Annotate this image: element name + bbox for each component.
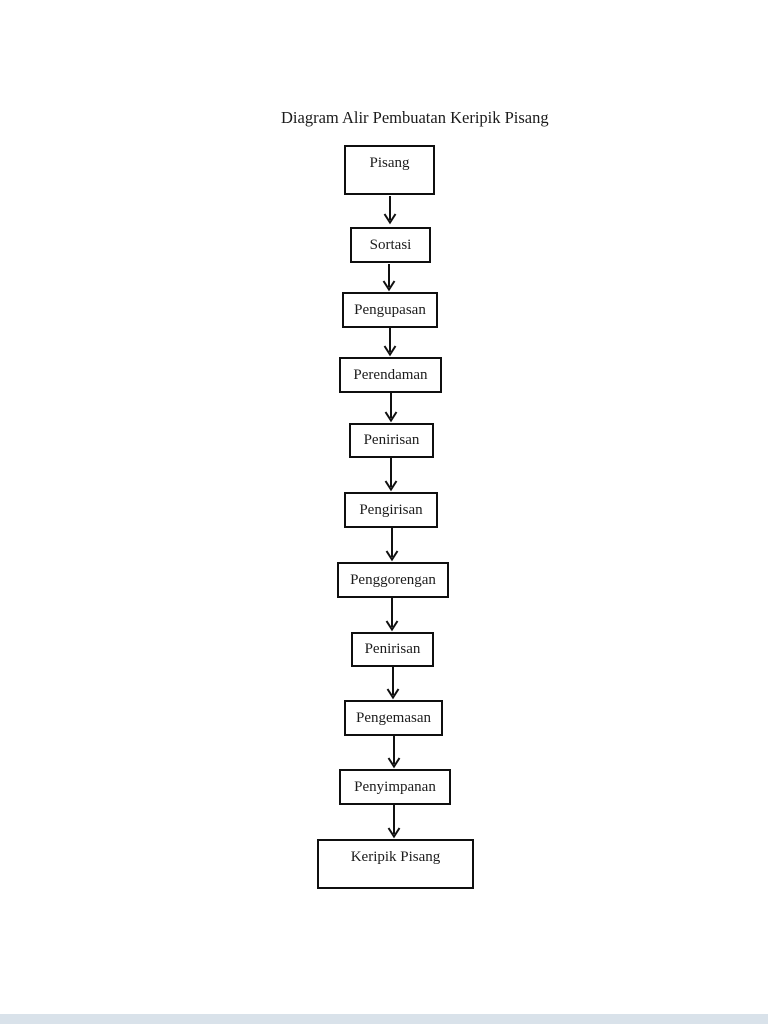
flow-node-perendaman: Perendaman	[339, 357, 442, 393]
page-bottom-strip	[0, 1014, 768, 1024]
arrow-down-6	[385, 528, 399, 562]
flow-node-penyimpanan: Penyimpanan	[339, 769, 451, 805]
arrow-down-2	[382, 264, 396, 292]
flow-node-penirisan-2: Penirisan	[351, 632, 434, 667]
arrow-down-4	[384, 393, 398, 423]
flow-node-keripik-pisang: Keripik Pisang	[317, 839, 474, 889]
flow-node-penirisan-1: Penirisan	[349, 423, 434, 458]
arrow-down-10	[387, 805, 401, 839]
flow-node-pengupasan: Pengupasan	[342, 292, 438, 328]
arrow-down-3	[383, 328, 397, 357]
flow-node-penggorengan: Penggorengan	[337, 562, 449, 598]
flow-node-pisang: Pisang	[344, 145, 435, 195]
diagram-title: Diagram Alir Pembuatan Keripik Pisang	[281, 108, 549, 127]
arrow-down-5	[384, 458, 398, 492]
arrow-down-1	[383, 196, 397, 225]
arrow-down-9	[387, 736, 401, 769]
flow-node-sortasi: Sortasi	[350, 227, 431, 263]
arrow-down-7	[385, 598, 399, 632]
arrow-down-8	[386, 667, 400, 700]
flow-node-pengirisan: Pengirisan	[344, 492, 438, 528]
flow-node-pengemasan: Pengemasan	[344, 700, 443, 736]
